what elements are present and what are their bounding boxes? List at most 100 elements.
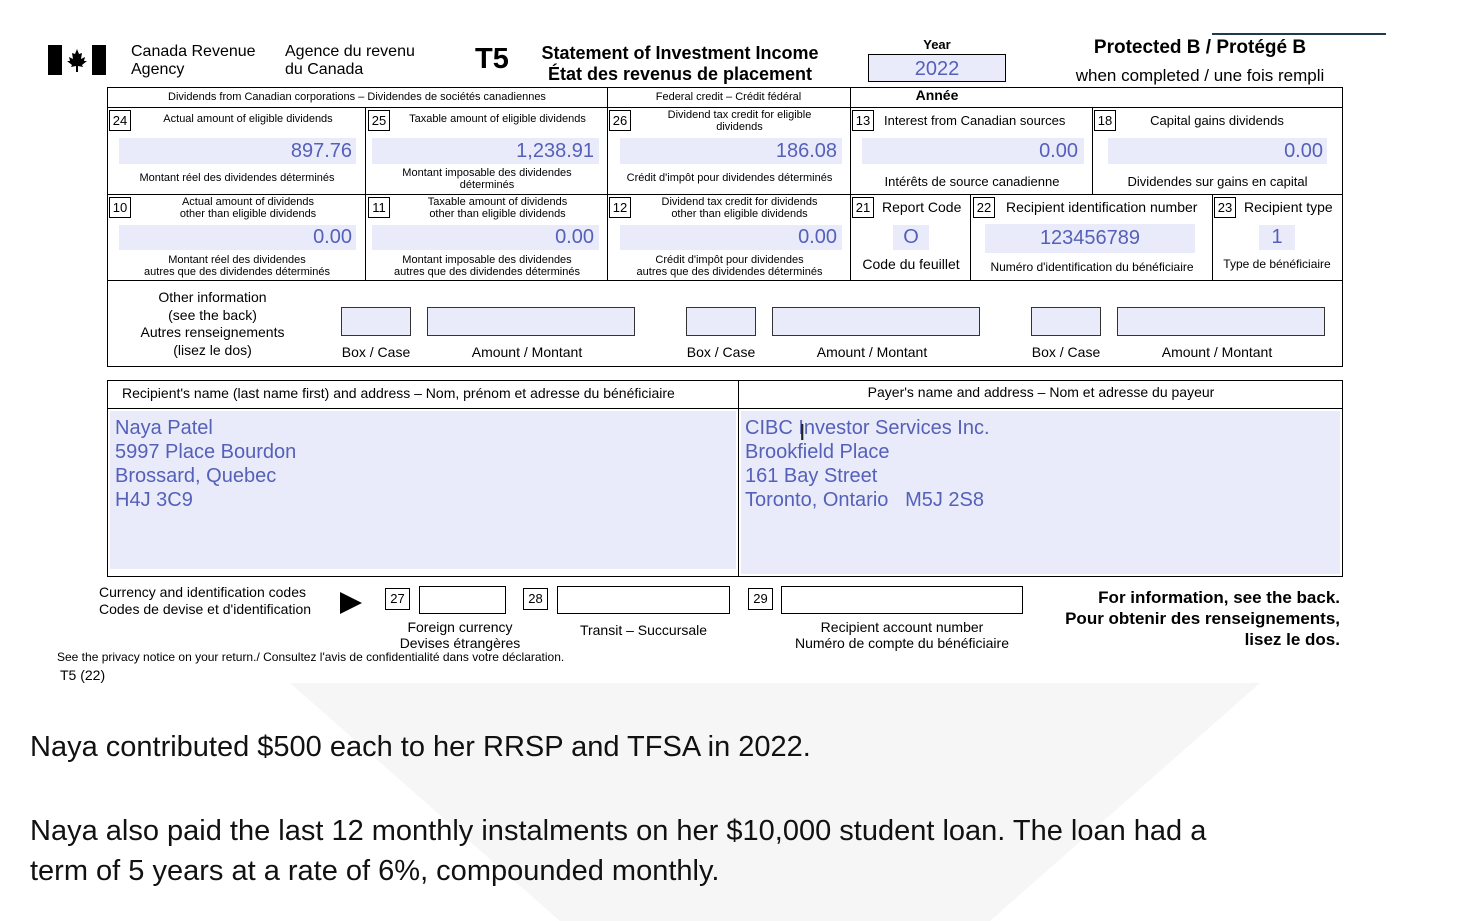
box-25-field[interactable] xyxy=(372,138,599,164)
divider-v3 xyxy=(365,107,366,280)
year-value: 2022 xyxy=(914,58,960,80)
box-18-label: Capital gains dividends xyxy=(1150,113,1284,128)
box-24-value: 897.76 xyxy=(290,140,352,162)
note-contributions: Naya contributed $500 each to her RRSP a… xyxy=(30,731,811,763)
note-student-loan-1: Naya also paid the last 12 monthly insta… xyxy=(30,815,1207,847)
box-27-field[interactable] xyxy=(419,586,506,614)
box-23-value: 1 xyxy=(1271,226,1283,248)
other-box-label-3: Box / Case xyxy=(1031,344,1101,360)
privacy-notice: See the privacy notice on your return./ … xyxy=(57,650,565,664)
box-12-field[interactable] xyxy=(620,225,842,250)
box-11-value: 0.00 xyxy=(555,226,594,248)
other-amount-label-2: Amount / Montant xyxy=(816,344,928,360)
protected-sub: when completed / une fois rempli xyxy=(1075,66,1325,85)
box-28-field[interactable] xyxy=(557,586,730,614)
other-box-label-2: Box / Case xyxy=(686,344,756,360)
watermark-shape xyxy=(290,683,1260,921)
box-24-field[interactable] xyxy=(119,138,356,164)
payer-address-field[interactable] xyxy=(741,411,1340,574)
divider-v1 xyxy=(607,87,608,280)
other-amount-1[interactable] xyxy=(427,307,635,336)
box-22-number: 22 xyxy=(973,197,995,218)
box-23-field[interactable] xyxy=(1259,225,1295,250)
form-id: T5 (22) xyxy=(60,667,106,683)
box-11-number: 11 xyxy=(368,197,390,218)
box-18-label-fr: Dividendes sur gains en capital xyxy=(1127,174,1308,189)
recipient-address-field[interactable] xyxy=(110,411,736,569)
other-amount-2[interactable] xyxy=(772,307,980,336)
box-11-field[interactable] xyxy=(372,225,599,250)
box-23-label-fr: Type de bénéficiaire xyxy=(1223,257,1331,271)
text-cursor-icon: Ⅰ xyxy=(799,420,806,445)
box-29-field[interactable] xyxy=(781,586,1023,614)
box-10-value: 0.00 xyxy=(313,226,352,248)
other-box-2[interactable] xyxy=(686,307,756,336)
box-13-number: 13 xyxy=(852,110,874,131)
recipient-line-1: Naya Patel xyxy=(115,417,213,439)
federal-section-header: Federal credit – Crédit fédéral xyxy=(655,91,802,103)
box-21-field[interactable] xyxy=(893,225,929,250)
other-box-3[interactable] xyxy=(1031,307,1101,336)
box-18-number: 18 xyxy=(1094,110,1116,131)
payer-line-1: CIBC Investor Services Inc. xyxy=(745,417,990,439)
box-10-field[interactable] xyxy=(119,225,356,250)
box-29-number: 29 xyxy=(748,588,773,610)
box-22-label-fr: Numéro d'identification du bénéficiaire xyxy=(990,260,1194,274)
recipient-line-2: 5997 Place Bourdon xyxy=(115,441,297,463)
box-26-label-fr: Crédit d'impôt pour dividendes déterminé… xyxy=(626,172,833,184)
box-10-number: 10 xyxy=(109,197,131,218)
recipient-header: Recipient's name (last name first) and a… xyxy=(122,385,675,401)
form-code: T5 xyxy=(475,43,509,75)
year-field[interactable]: 2022 xyxy=(868,54,1006,82)
box-26-field[interactable] xyxy=(620,138,842,164)
arrow-right-icon xyxy=(340,592,362,614)
form-table xyxy=(107,87,1343,367)
box-22-field[interactable] xyxy=(985,224,1195,253)
box-18-value: 0.00 xyxy=(1284,140,1323,162)
protected-rule xyxy=(1212,33,1386,35)
divider-v6 xyxy=(1212,194,1213,280)
box-26-value: 186.08 xyxy=(775,140,837,162)
other-info-label: Other information(see the back) Autres r… xyxy=(140,289,285,358)
box-22-value: 123456789 xyxy=(1039,227,1141,249)
box-21-number: 21 xyxy=(852,197,874,218)
note-student-loan-2: term of 5 years at a rate of 6%, compoun… xyxy=(30,855,720,887)
transit-label: Transit – Succursale xyxy=(579,622,708,638)
recipient-line-3: Brossard, Quebec xyxy=(115,465,277,487)
payer-line-2: Brookfield Place xyxy=(745,441,890,463)
box-18-field[interactable] xyxy=(1108,138,1327,164)
divider-v5 xyxy=(970,194,971,280)
payer-line-4: Toronto, Ontario M5J 2S8 xyxy=(745,489,985,511)
box-21-label-fr: Code du feuillet xyxy=(862,256,960,272)
canada-flag-logo xyxy=(48,45,106,75)
box-24-number: 24 xyxy=(109,110,131,131)
protected-label: Protected B / Protégé B xyxy=(1093,37,1307,58)
recipient-address: Naya Patel 5997 Place Bourdon Brossard, … xyxy=(115,416,296,512)
box-13-value: 0.00 xyxy=(1039,140,1078,162)
payer-line-3: 161 Bay Street xyxy=(745,465,878,487)
box-13-field[interactable] xyxy=(862,138,1084,164)
other-box-label-1: Box / Case xyxy=(341,344,411,360)
divider-h1 xyxy=(107,107,851,108)
box-23-number: 23 xyxy=(1214,197,1236,218)
other-amount-3[interactable] xyxy=(1117,307,1325,336)
box-25-label: Taxable amount of eligible dividends xyxy=(409,113,586,125)
other-box-1[interactable] xyxy=(341,307,411,336)
divider-h1b xyxy=(850,107,1343,108)
box-12-value: 0.00 xyxy=(798,226,837,248)
other-amount-label-1: Amount / Montant xyxy=(471,344,583,360)
box-26-number: 26 xyxy=(609,110,631,131)
info-see-back: For information, see the back.Pour obten… xyxy=(1065,588,1340,649)
box-27-number: 27 xyxy=(385,588,410,610)
box-13-label: Interest from Canadian sources xyxy=(884,113,1066,128)
divider-v4 xyxy=(1092,107,1093,194)
box-25-value: 1,238.91 xyxy=(516,140,594,162)
